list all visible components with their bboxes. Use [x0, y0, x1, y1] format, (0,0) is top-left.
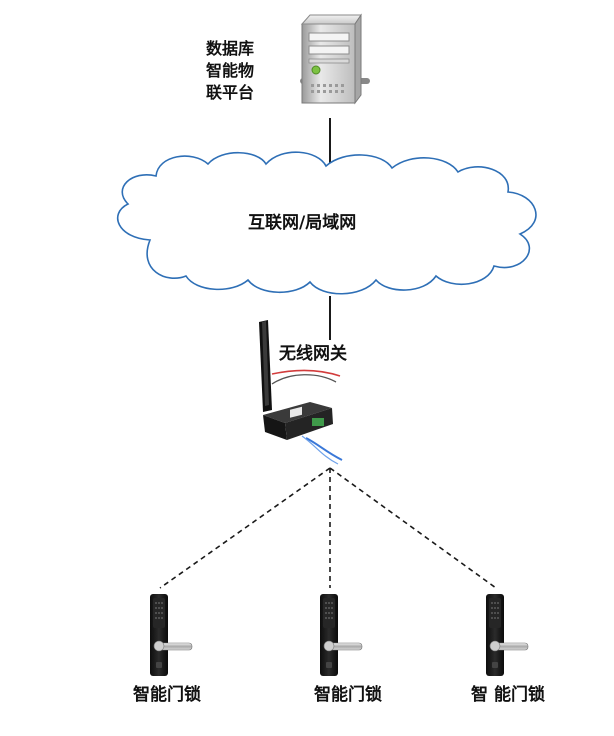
cloud-icon [116, 151, 537, 295]
smart-door-lock-icon [150, 594, 193, 676]
gateway-lock-link [329, 467, 497, 589]
gateway-label: 无线网关 [279, 344, 347, 364]
gateway-lock-link [159, 467, 331, 589]
lock-label: 智能门锁 [133, 685, 201, 705]
lock-label: 智能门锁 [314, 685, 382, 705]
cloud-label: 互联网/局域网 [248, 213, 357, 233]
server-label: 数据库 智能物 联平台 [206, 38, 278, 104]
server-icon [300, 13, 370, 105]
server-label-line: 智能物 [206, 61, 255, 80]
smart-door-lock-icon [320, 594, 363, 676]
wireless-gateway-icon [259, 320, 343, 465]
server-label-line: 数据库 [206, 39, 255, 58]
smart-door-lock-icon [486, 594, 529, 676]
server-label-line: 联平台 [206, 83, 255, 102]
lock-label: 智 能门锁 [471, 685, 545, 705]
